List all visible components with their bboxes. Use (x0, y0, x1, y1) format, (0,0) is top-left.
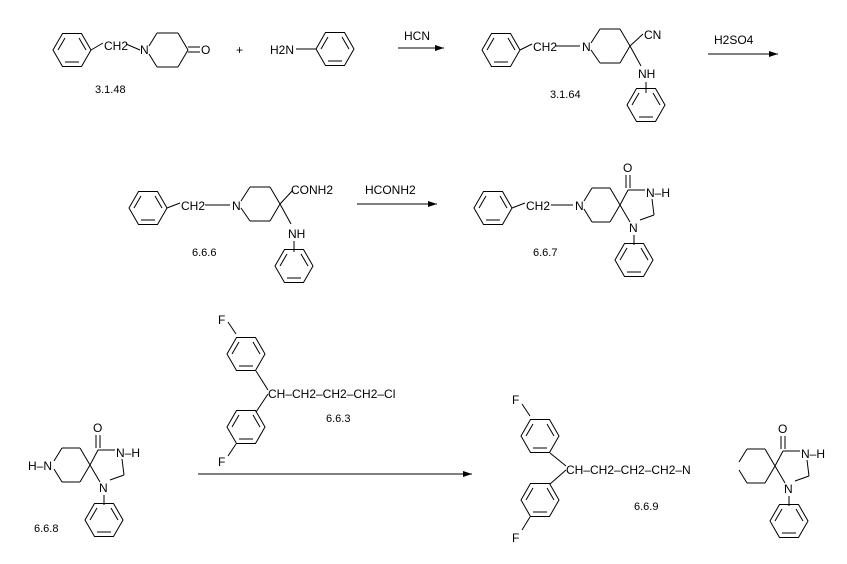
benzene-ring (481, 33, 521, 67)
benzene-ring (128, 191, 168, 225)
imidazolidinone-ring (89, 435, 125, 483)
benzene-ring (315, 32, 355, 66)
n-atom: N (629, 221, 638, 235)
plus-sign: + (236, 43, 243, 57)
spiro-piperidine-ring (583, 187, 621, 223)
compound-label: 6.6.6 (192, 247, 216, 259)
fluorophenyl-ring (226, 337, 266, 371)
cn-text: CN (644, 28, 661, 42)
nh-text: NH (638, 67, 655, 81)
fluorophenyl-ring (520, 419, 560, 453)
reagent-label: HCN (404, 29, 430, 43)
compound-3-1-48: CH2 N O 3.1.48 (52, 32, 210, 96)
reagent-label: HCONH2 (365, 183, 416, 197)
hn-text: H–N (28, 459, 52, 473)
chain-text: CH–CH2–CH2–CH2–N (566, 463, 691, 477)
ch2-text: CH2 (533, 40, 557, 54)
f-atom: F (512, 393, 519, 407)
compound-label: 6.6.8 (34, 523, 58, 535)
compound-6-6-7: CH2 N O N–H N 6.6.7 (473, 161, 670, 277)
n-atom: N (784, 482, 793, 496)
benzene-ring (473, 191, 513, 225)
nh-text: N–H (801, 447, 825, 461)
compound-label: 3.1.64 (550, 89, 581, 101)
fluorophenyl-ring (226, 410, 266, 444)
imidazolidinone-ring (774, 436, 810, 484)
spiro-piperidine-ring (738, 448, 776, 484)
f-atom: F (218, 313, 225, 327)
n-atom: N (582, 40, 591, 54)
compound-6-6-6: CH2 N CONH2 NH 6.6.6 (128, 183, 333, 283)
fluorophenyl-ring (520, 483, 560, 517)
n-atom: N (575, 199, 584, 213)
o-atom: O (93, 421, 102, 435)
n-atom: N (140, 43, 149, 57)
compound-6-6-3: F CH–CH2–CH2–CH2–Cl F 6.6.3 (218, 313, 395, 469)
ch2-text: CH2 (181, 199, 205, 213)
conh2-text: CONH2 (291, 183, 333, 197)
o-atom: O (778, 422, 787, 436)
spiro-piperidine-ring (53, 447, 91, 483)
compound-label: 6.6.9 (634, 501, 658, 513)
o-atom: O (623, 161, 632, 175)
reaction-arrow-3: HCONH2 (357, 183, 437, 207)
piperidinone-ring (148, 32, 200, 68)
benzene-ring (84, 503, 124, 537)
compound-label: 6.6.7 (533, 247, 557, 259)
n-atom: N (232, 199, 241, 213)
reagent-label: H2SO4 (714, 33, 754, 47)
f-atom: F (218, 455, 225, 469)
o-atom: O (201, 43, 210, 57)
compound-label: 6.6.3 (326, 413, 350, 425)
chain-text: CH–CH2–CH2–CH2–Cl (268, 387, 395, 401)
f-atom: F (512, 531, 519, 545)
imidazolidinone-ring (619, 175, 655, 223)
piperidine-ring (590, 28, 644, 67)
benzene-ring (52, 33, 92, 67)
nh-text: N–H (646, 186, 670, 200)
nh-text: NH (288, 227, 305, 241)
reaction-arrow-2: H2SO4 (708, 33, 778, 57)
compound-6-6-8: H–N O N–H N 6.6.8 (28, 421, 140, 537)
benzene-ring (614, 243, 654, 277)
benzene-ring (626, 88, 666, 122)
nh-text: N–H (116, 446, 140, 460)
h2n-text: H2N (270, 43, 294, 57)
compound-aniline: H2N (270, 32, 355, 66)
reaction-arrow-1: HCN (398, 29, 444, 51)
piperidine-ring (240, 186, 294, 225)
compound-3-1-64: CH2 N CN NH 3.1.64 (481, 28, 666, 122)
compound-6-6-9: F CH–CH2–CH2–CH2–N F (512, 393, 825, 545)
n-atom: N (99, 481, 108, 495)
benzene-ring (274, 249, 314, 283)
ch2-text: CH2 (526, 199, 550, 213)
compound-label: 3.1.48 (95, 84, 126, 96)
ch2-text: CH2 (104, 39, 128, 53)
benzene-ring (769, 504, 809, 538)
